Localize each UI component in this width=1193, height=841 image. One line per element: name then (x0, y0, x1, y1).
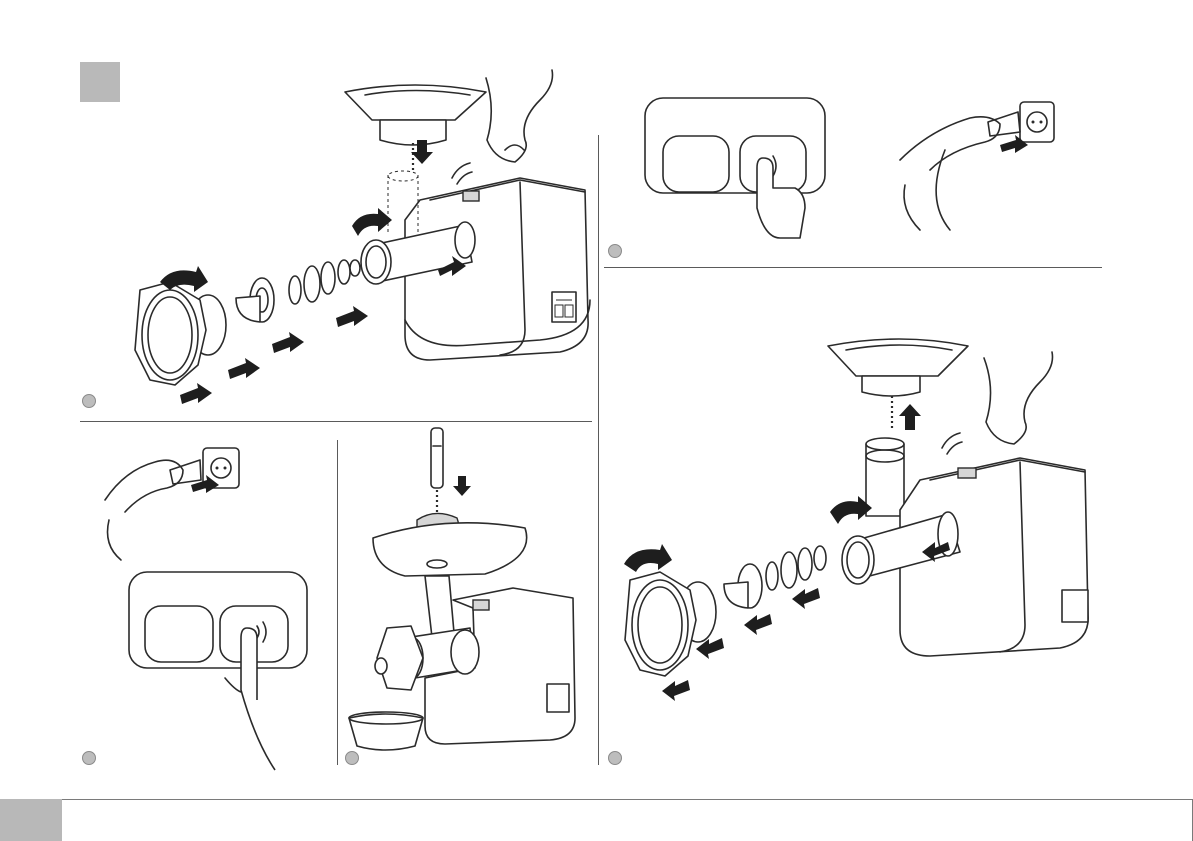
bowl-icon (349, 714, 423, 750)
blade-icon (236, 278, 274, 322)
ring-nut-icon (135, 282, 206, 385)
plug-illustration-top (890, 90, 1090, 240)
divider-left-middle (80, 421, 592, 422)
step-dot-3 (82, 751, 96, 765)
pusher-icon (431, 428, 443, 488)
auger-icon (289, 260, 360, 304)
disassembly-illustration (600, 280, 1180, 760)
divider-right-top (604, 267, 1102, 268)
hand-icon (486, 70, 553, 162)
plug-and-touch-illustration (95, 440, 345, 780)
page-number-tab (0, 799, 62, 841)
tray-icon (345, 85, 486, 145)
page-footer (0, 799, 1193, 841)
control-panel-illustration (645, 98, 875, 248)
arrow-up-icon (899, 404, 921, 430)
step-dot-2 (608, 244, 622, 258)
rotate-arrow-icon (352, 208, 392, 236)
feeding-illustration (345, 428, 595, 758)
assembly-illustration (0, 0, 600, 420)
